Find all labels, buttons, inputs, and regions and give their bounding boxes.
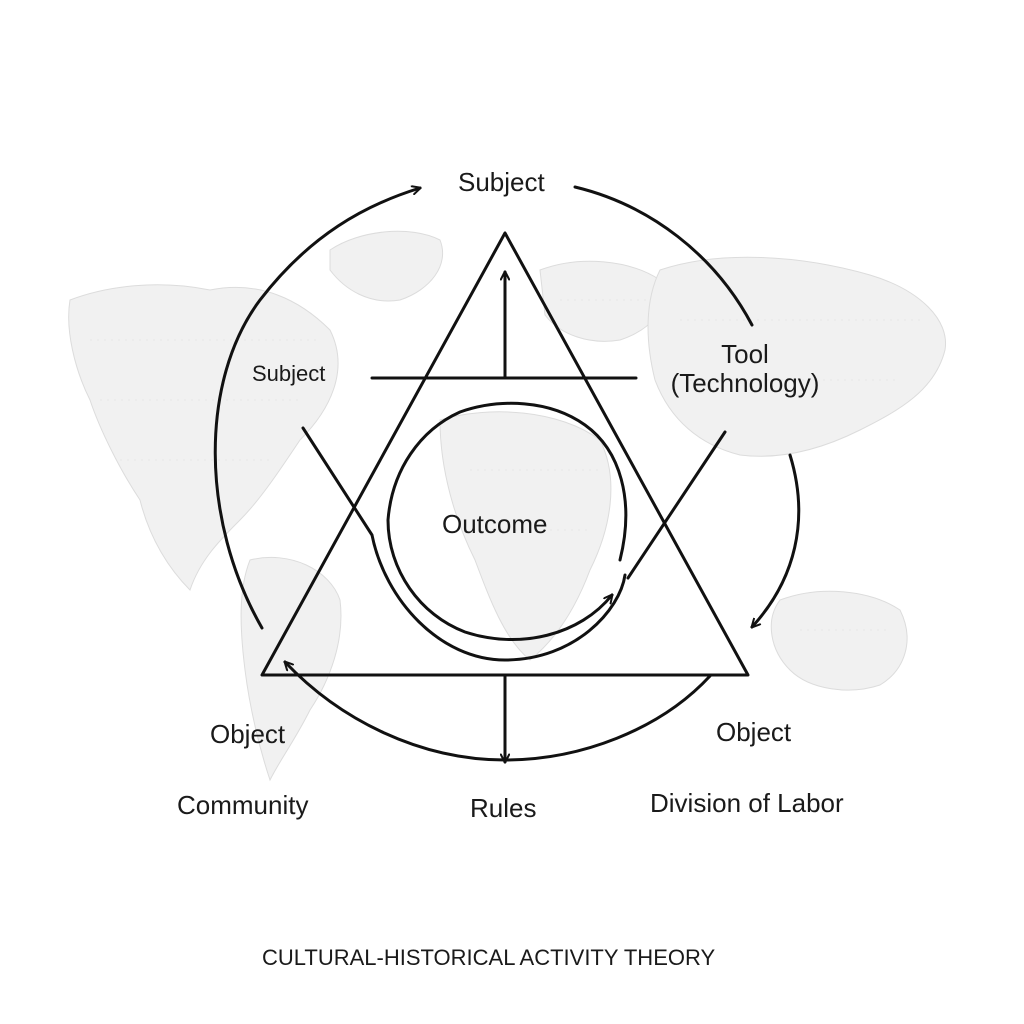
diagram-title: CULTURAL-HISTORICAL ACTIVITY THEORY	[262, 945, 716, 970]
outer-arc-right-top	[573, 185, 754, 327]
label-subject-left: Subject	[252, 361, 326, 386]
label-division-of-labor: Division of Labor	[650, 788, 844, 818]
label-tool-line2: (Technology)	[670, 367, 820, 398]
label-outcome: Outcome	[442, 509, 548, 539]
label-tool: Tool (Technology)	[660, 340, 830, 397]
label-rules: Rules	[470, 793, 537, 823]
map-grid-lines	[90, 299, 920, 631]
outer-arc-right-down	[752, 453, 801, 627]
map-australia	[770, 590, 908, 691]
outcome-circle	[386, 401, 628, 642]
diagonal-right	[626, 430, 727, 580]
label-community: Community	[177, 790, 309, 820]
world-map-background	[68, 230, 947, 782]
map-africa	[439, 411, 612, 661]
outer-arc-left	[213, 188, 420, 630]
label-subject-top: Subject	[458, 167, 545, 197]
map-greenland	[329, 230, 444, 302]
diagonal-left-to-outcome	[301, 426, 627, 662]
outer-arc-bottom	[285, 662, 712, 762]
map-asia	[647, 256, 947, 457]
map-north-america	[68, 284, 339, 591]
label-object-left: Object	[210, 719, 286, 749]
label-object-right: Object	[716, 717, 792, 747]
label-tool-line1: Tool	[721, 339, 769, 369]
